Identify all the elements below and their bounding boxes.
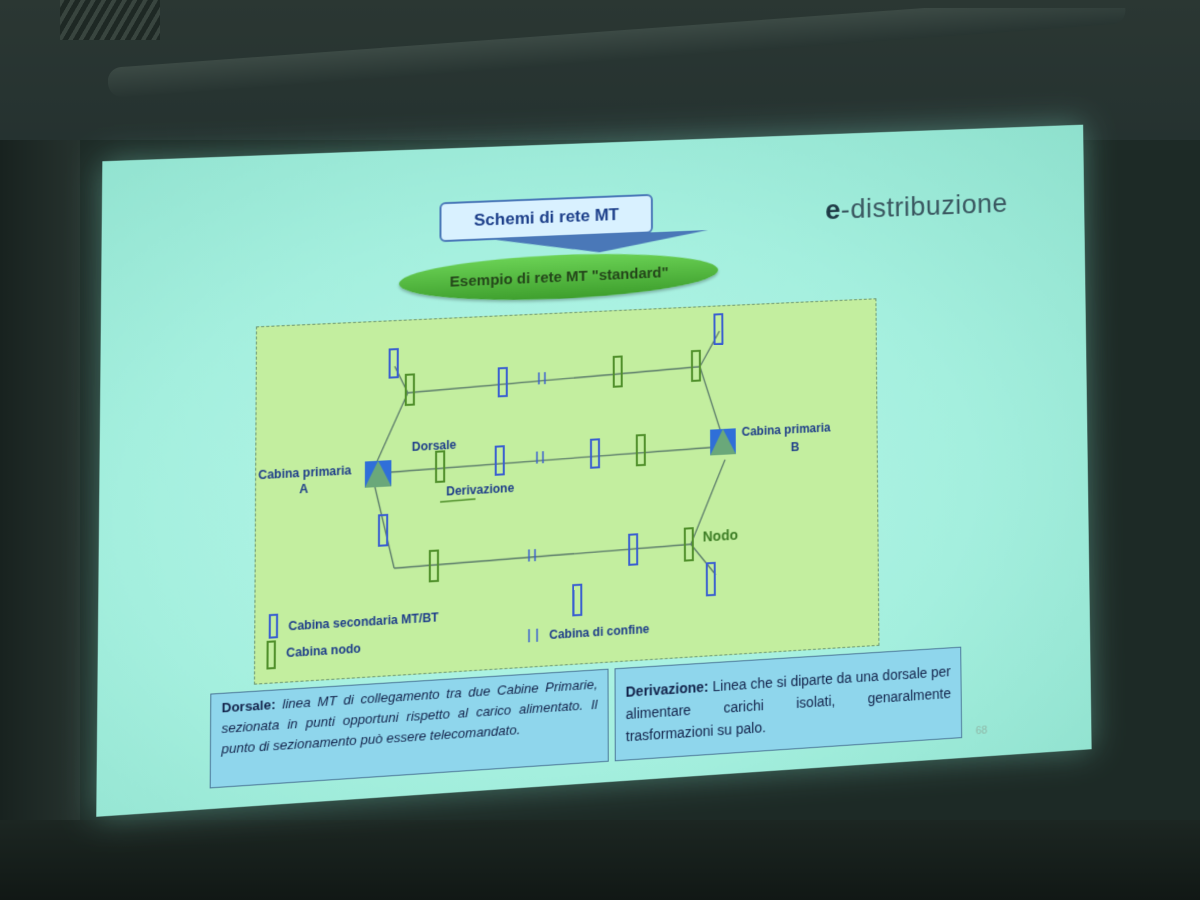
primary-cabin-a-letter: A — [299, 482, 308, 497]
primary-cabin-a-label: Cabina primaria — [258, 463, 351, 482]
secondary-cabin-4 — [496, 446, 504, 475]
network-diagram: Cabina primaria A Cabina primaria B Dors… — [253, 298, 880, 685]
node-cabin-6 — [430, 551, 438, 582]
secondary-cabin-1 — [390, 349, 398, 378]
primary-cabin-b-triangle — [710, 428, 736, 456]
room-floor — [0, 820, 1200, 900]
legend-secondary-icon — [270, 615, 277, 638]
legend-secondary-label: Cabina secondaria MT/BT — [288, 610, 439, 633]
secondary-cabins — [379, 314, 724, 627]
dorsale-text: linea MT di collegamento tra due Cabine … — [221, 676, 598, 757]
dorsale-description-box: Dorsale: linea MT di collegamento tra du… — [209, 668, 609, 789]
node-cabin-5 — [637, 435, 645, 465]
derivazione-label: Derivazione — [446, 481, 514, 499]
dorsale-term: Dorsale: — [221, 696, 276, 716]
legend-node-icon — [267, 641, 274, 668]
derivazione-term: Derivazione: — [625, 678, 709, 700]
secondary-cabin-8 — [573, 585, 581, 616]
dorsale-label: Dorsale — [412, 438, 457, 454]
slide-page-number: 68 — [975, 724, 988, 738]
derivazione-text: Linea che si diparte da una dorsale per … — [625, 663, 952, 745]
secondary-cabin-2 — [499, 368, 507, 396]
secondary-cabin-3 — [714, 314, 722, 344]
node-cabin-4 — [436, 451, 444, 482]
secondary-cabin-7 — [627, 533, 638, 566]
node-cabin-3 — [692, 351, 700, 381]
brand-logo: e-distribuzione — [825, 187, 1008, 226]
brand-prefix: e — [825, 194, 841, 226]
derivazione-description-box: Derivazione: Linea che si diparte da una… — [614, 646, 963, 762]
border-cabins — [529, 371, 545, 561]
network-lines — [374, 331, 726, 595]
node-cabins — [405, 351, 700, 583]
secondary-cabin-5 — [589, 438, 601, 469]
slide-subtitle: Esempio di rete MT "standard" — [398, 248, 719, 306]
ceiling-vent — [60, 0, 160, 40]
legend-node-label: Cabina nodo — [286, 641, 361, 660]
derivazione-underline — [440, 499, 475, 502]
nodo-label: Nodo — [703, 527, 739, 545]
legend-border-label: Cabina di confine — [549, 622, 649, 642]
primary-cabin-b-letter: B — [791, 440, 800, 454]
network-diagram-svg: Cabina primaria A Cabina primaria B Dors… — [258, 299, 831, 683]
projected-slide: Schemi di rete MT e-distribuzione Esempi… — [96, 124, 1092, 817]
node-cabin-2 — [614, 357, 622, 387]
projector-screen-roller — [108, 8, 1128, 138]
primary-cabin-b-label: Cabina primaria — [742, 421, 831, 439]
brand-name: -distribuzione — [840, 187, 1008, 225]
wall-shadow — [0, 140, 80, 840]
